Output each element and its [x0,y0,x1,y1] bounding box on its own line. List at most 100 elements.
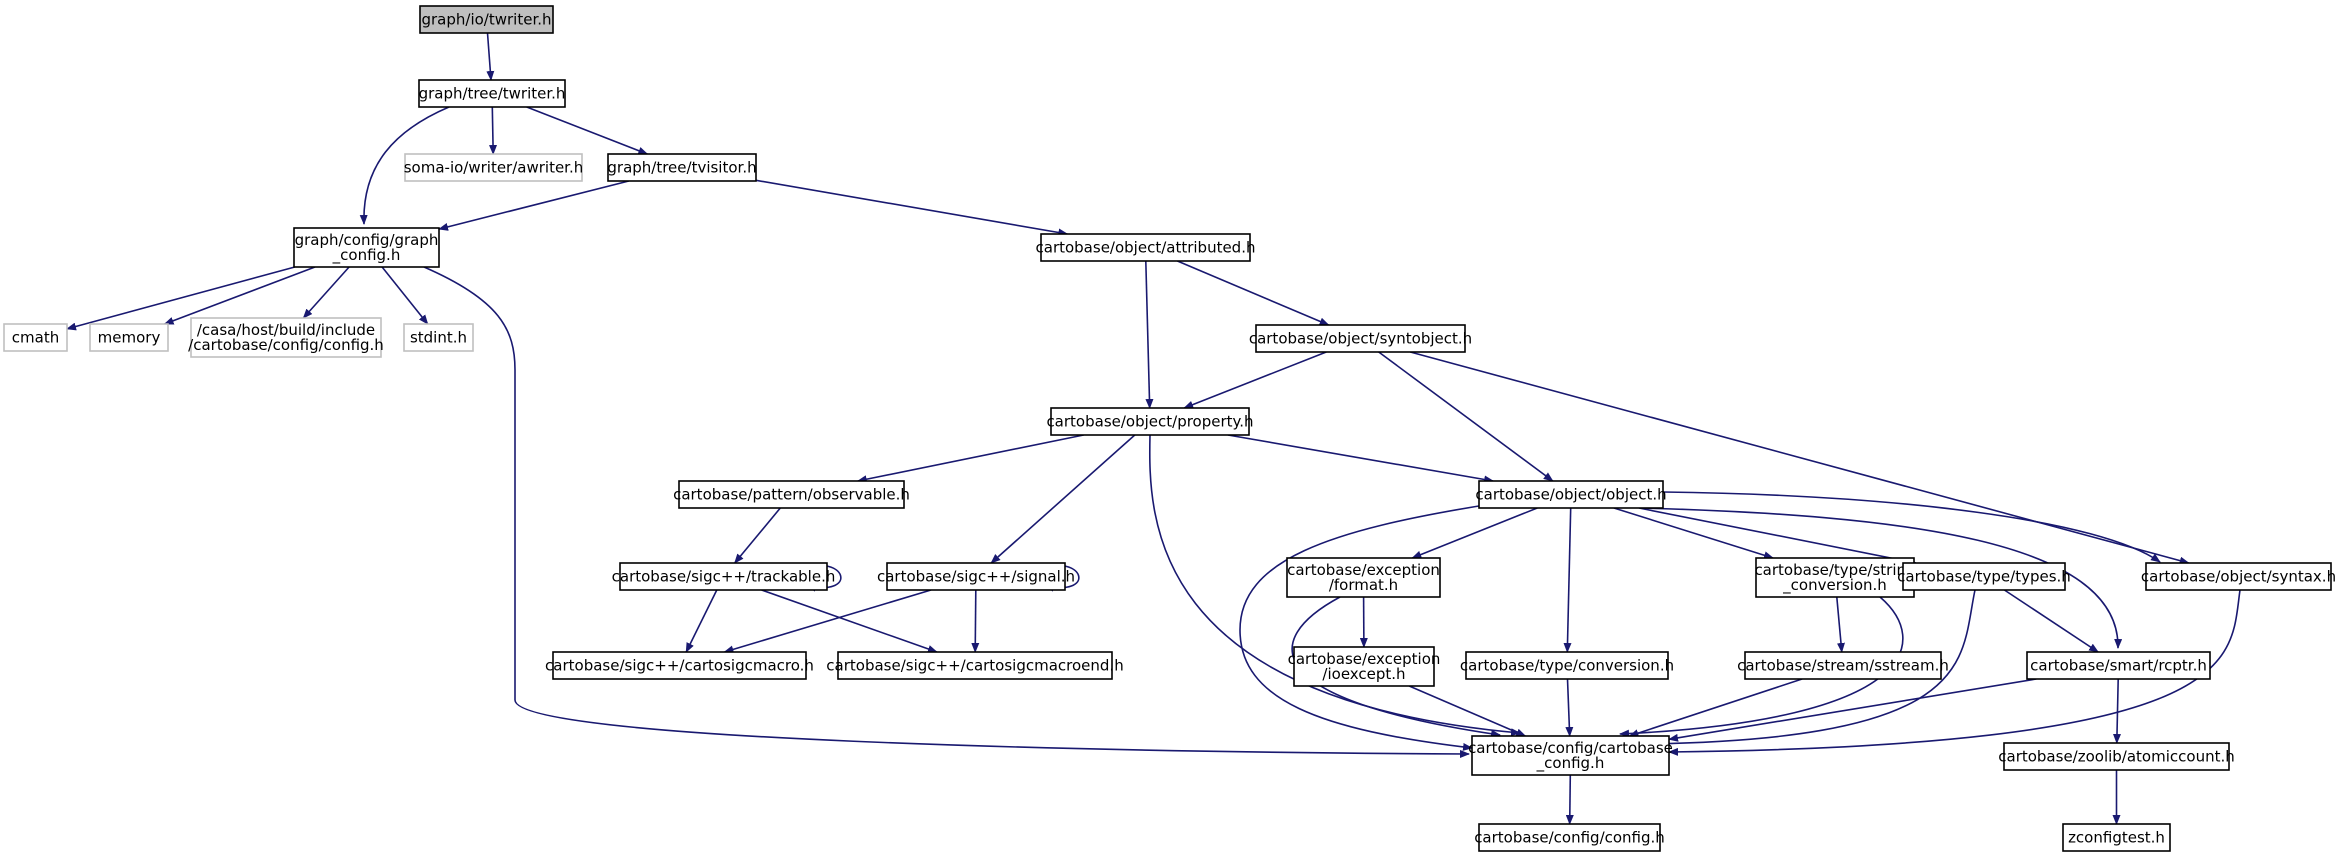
node-box [2003,742,2230,771]
edge-io_twriter-to-tree_twriter [486,32,495,81]
node-label: cartobase/pattern/observable.h [673,486,910,504]
node-box [678,480,905,509]
node-conversion[interactable]: cartobase/type/conversion.h [1460,651,1674,680]
node-label: cmath [12,329,59,347]
node-box [1255,324,1466,353]
node-atomiccount[interactable]: cartobase/zoolib/atomiccount.h [1998,742,2235,771]
node-label: cartobase/sigc++/cartosigcmacroend.h [826,657,1123,675]
edge-property-to-observable [856,434,1084,484]
node-label: _conversion.h [1782,576,1887,595]
edge-attributed-to-property [1145,260,1154,409]
node-label: cartobase/sigc++/cartosigcmacro.h [545,657,814,675]
node-label: soma-io/writer/awriter.h [404,159,584,177]
node-sigcmacroend[interactable]: cartobase/sigc++/cartosigcmacroend.h [826,651,1124,680]
edge-ioexcept-to-cb_config [1408,685,1527,737]
node-box [3,323,68,352]
edge-tree_twriter-to-tvisitor [526,106,649,155]
edge-object-to-conversion [1563,507,1572,653]
node-rcptr[interactable]: cartobase/smart/rcptr.h [2026,651,2211,680]
node-trackable[interactable]: cartobase/sigc++/trackable.h [612,562,836,591]
edge-property-to-object [1227,434,1495,484]
edge-object-to-syntax [1662,491,2161,563]
node-types[interactable]: cartobase/type/types.h [1897,562,2071,591]
node-label: cartobase/object/syntobject.h [1249,330,1472,348]
node-tree-twriter[interactable]: graph/tree/twriter.h [418,79,566,108]
node-memory[interactable]: memory [89,323,169,352]
node-cb-config[interactable]: cartobase/config/cartobase_config.h [1468,735,1673,776]
node-label: _config.h [1536,754,1605,773]
node-box [2145,562,2332,591]
node-label: cartobase/sigc++/trackable.h [612,568,836,586]
edge-tvisitor-to-graph_config [438,180,629,231]
node-label: cartobase/sigc++/signal.h [877,568,1075,586]
edge-object-to-exc_format [1411,507,1538,559]
node-box [837,651,1113,680]
edge-property-to-cb_config [1148,434,1521,737]
node-label: /ioexcept.h [1322,665,1405,683]
node-sigcmacro[interactable]: cartobase/sigc++/cartosigcmacro.h [545,651,814,680]
node-label: cartobase/zoolib/atomiccount.h [1998,748,2234,766]
node-label: cartobase/object/property.h [1046,413,1253,431]
node-label: /casa/host/build/include [197,321,375,339]
edge-conversion-to-cb_config [1565,678,1574,737]
node-label: graph/io/twriter.h [421,11,551,29]
node-box [419,5,554,34]
node-box [619,562,828,591]
node-sstream[interactable]: cartobase/stream/sstream.h [1737,651,1949,680]
edge-object-to-string_conv [1613,507,1774,560]
edge-graph_config-to-memory [163,266,316,325]
node-tvisitor[interactable]: graph/tree/tvisitor.h [607,153,757,182]
node-box [404,153,583,182]
edge-syntax-to-cb_config [1668,589,2241,756]
node-label: cartobase/type/conversion.h [1460,657,1674,675]
node-ioexcept[interactable]: cartobase/exception/ioexcept.h [1288,646,1441,687]
node-label: graph/config/graph [295,231,439,249]
node-box [552,651,807,680]
node-box [293,227,440,268]
edge-graph_config-to-stdint [381,266,429,325]
node-config[interactable]: cartobase/config/config.h [1474,823,1665,852]
node-string-conv[interactable]: cartobase/type/string_conversion.h [1754,557,1916,598]
node-box [1040,233,1251,262]
node-box [1478,823,1661,852]
node-casa-config[interactable]: /casa/host/build/include/cartobase/confi… [188,317,384,358]
node-box [1744,651,1942,680]
node-zconfigtest[interactable]: zconfigtest.h [2062,823,2171,852]
node-label: memory [98,329,161,347]
edge-trackable-to-sigcmacroend [761,589,938,653]
node-cmath[interactable]: cmath [3,323,68,352]
edge-cb_config-to-config [1565,774,1574,825]
edge-types-to-cb_config [1639,589,1976,748]
node-label: cartobase/config/config.h [1474,829,1665,847]
node-label: /cartobase/config/config.h [188,336,384,354]
node-syntax[interactable]: cartobase/object/syntax.h [2141,562,2336,591]
node-label: cartobase/object/object.h [1475,486,1666,504]
node-observable[interactable]: cartobase/pattern/observable.h [673,480,910,509]
node-attributed[interactable]: cartobase/object/attributed.h [1036,233,1256,262]
node-property[interactable]: cartobase/object/property.h [1046,407,1254,436]
node-label: cartobase/object/attributed.h [1036,239,1256,257]
node-signal[interactable]: cartobase/sigc++/signal.h [877,562,1075,591]
node-box [190,317,382,358]
node-box [1286,557,1441,598]
node-graph-config[interactable]: graph/config/graph_config.h [293,227,440,268]
node-syntobject[interactable]: cartobase/object/syntobject.h [1249,324,1472,353]
node-stdint[interactable]: stdint.h [403,323,474,352]
node-label: graph/tree/twriter.h [419,85,566,103]
node-box [1902,562,2066,591]
edge-property-to-signal [990,434,1136,564]
node-exc-format[interactable]: cartobase/exception/format.h [1286,557,1441,598]
node-box [403,323,474,352]
node-io-twriter[interactable]: graph/io/twriter.h [419,5,554,34]
node-box [1471,735,1670,776]
edge-object-to-rcptr [1639,507,2123,649]
node-label: stdint.h [410,329,467,347]
edge-attributed-to-syntobject [1177,260,1330,326]
edge-rcptr-to-atomiccount [2112,678,2121,744]
node-box [1050,407,1250,436]
node-object[interactable]: cartobase/object/object.h [1475,480,1667,509]
edge-tree_twriter-to-graph_config [359,106,450,225]
node-awriter[interactable]: soma-io/writer/awriter.h [404,153,584,182]
node-box [418,79,566,108]
